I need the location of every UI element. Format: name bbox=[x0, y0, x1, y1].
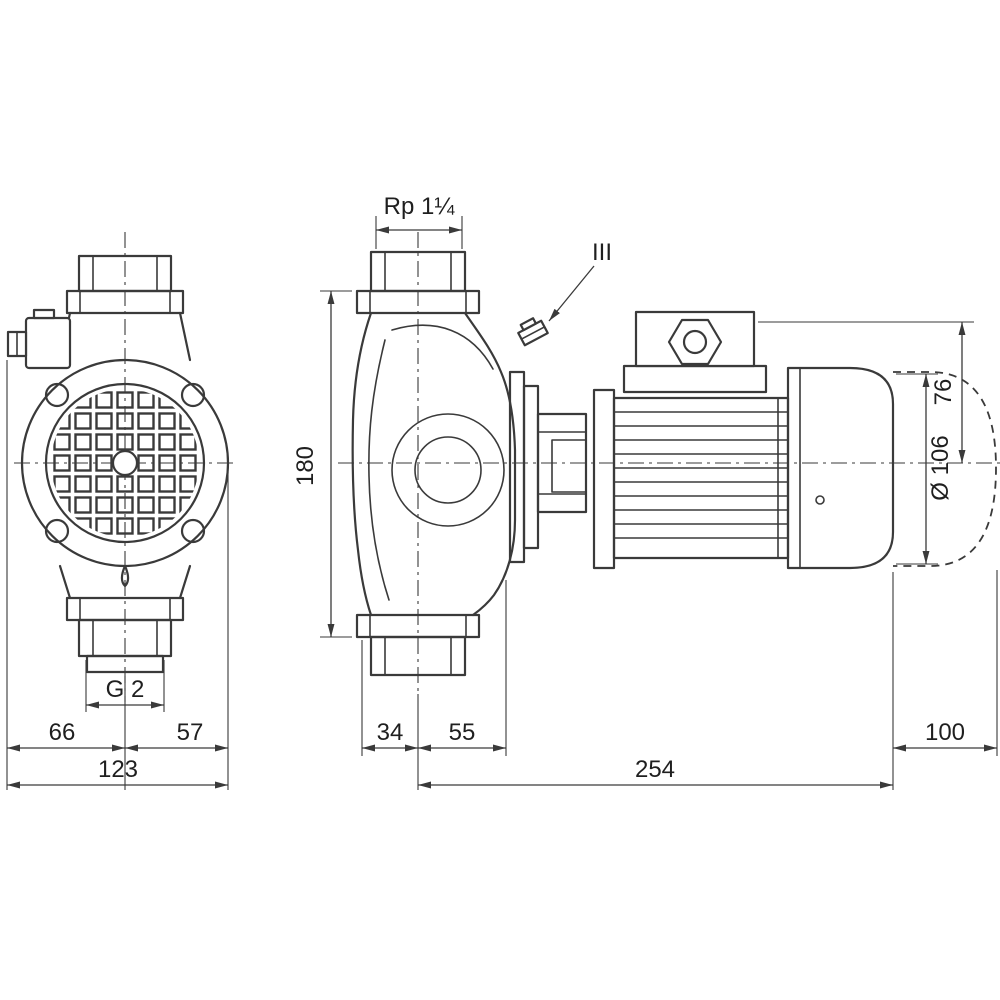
terminal-box-base bbox=[622, 364, 768, 394]
motor-front-flange bbox=[592, 388, 616, 570]
volute-left-outline bbox=[351, 311, 373, 617]
seal-cartridge bbox=[551, 439, 587, 493]
top-flange bbox=[65, 289, 185, 315]
terminal-box-lug bbox=[32, 308, 56, 320]
bolt-hole bbox=[180, 518, 206, 544]
dim-254-label: 254 bbox=[635, 756, 675, 783]
volute-right-outline bbox=[463, 311, 517, 617]
dim-106-label: Ø 106 bbox=[927, 435, 954, 500]
dim-34-label: 34 bbox=[377, 719, 404, 746]
vent-marker-label: III bbox=[592, 239, 612, 266]
dismantling-space-outline bbox=[893, 371, 997, 567]
dimension-annotations: Rp 1¼ III 180 76 Ø 106 G 2 66 57 123 bbox=[6, 193, 998, 790]
side-bottom-union-nut bbox=[369, 635, 467, 677]
vent-screw bbox=[517, 317, 549, 347]
motor-cooling-fins bbox=[613, 397, 789, 559]
dim-rp-label: Rp 1¼ bbox=[384, 193, 456, 220]
motor-end-bell bbox=[786, 366, 895, 570]
bolt-hole bbox=[44, 382, 70, 408]
bolt-hole bbox=[180, 382, 206, 408]
terminal-box-front bbox=[24, 316, 72, 370]
dim-57-label: 57 bbox=[177, 719, 204, 746]
volute-inner-contour bbox=[368, 339, 390, 601]
front-view bbox=[6, 232, 236, 702]
lantern-plate-1 bbox=[508, 370, 526, 564]
dim-55-label: 55 bbox=[449, 719, 476, 746]
shaft-hub bbox=[111, 449, 139, 477]
drain-detail bbox=[120, 564, 130, 588]
pump-face-inner-ring bbox=[44, 382, 206, 544]
bolt-hole bbox=[44, 518, 70, 544]
dim-66-label: 66 bbox=[49, 719, 76, 746]
impeller-hub bbox=[414, 436, 482, 504]
bottom-pipe-stub bbox=[85, 654, 165, 674]
terminal-gland-bore bbox=[682, 329, 708, 355]
volute-channel bbox=[391, 324, 494, 370]
condensate-hole bbox=[815, 495, 825, 505]
side-top-flange bbox=[355, 289, 481, 315]
terminal-gland-hex bbox=[667, 318, 723, 366]
side-view bbox=[338, 232, 1000, 694]
lantern-plate-2 bbox=[522, 384, 540, 550]
dim-100-label: 100 bbox=[925, 719, 965, 746]
impeller-chamber bbox=[391, 413, 505, 527]
motor-fin-housing bbox=[612, 396, 790, 560]
dim-180-label: 180 bbox=[292, 446, 319, 486]
dim-123-label: 123 bbox=[98, 756, 138, 783]
dim-76-label: 76 bbox=[930, 379, 957, 406]
